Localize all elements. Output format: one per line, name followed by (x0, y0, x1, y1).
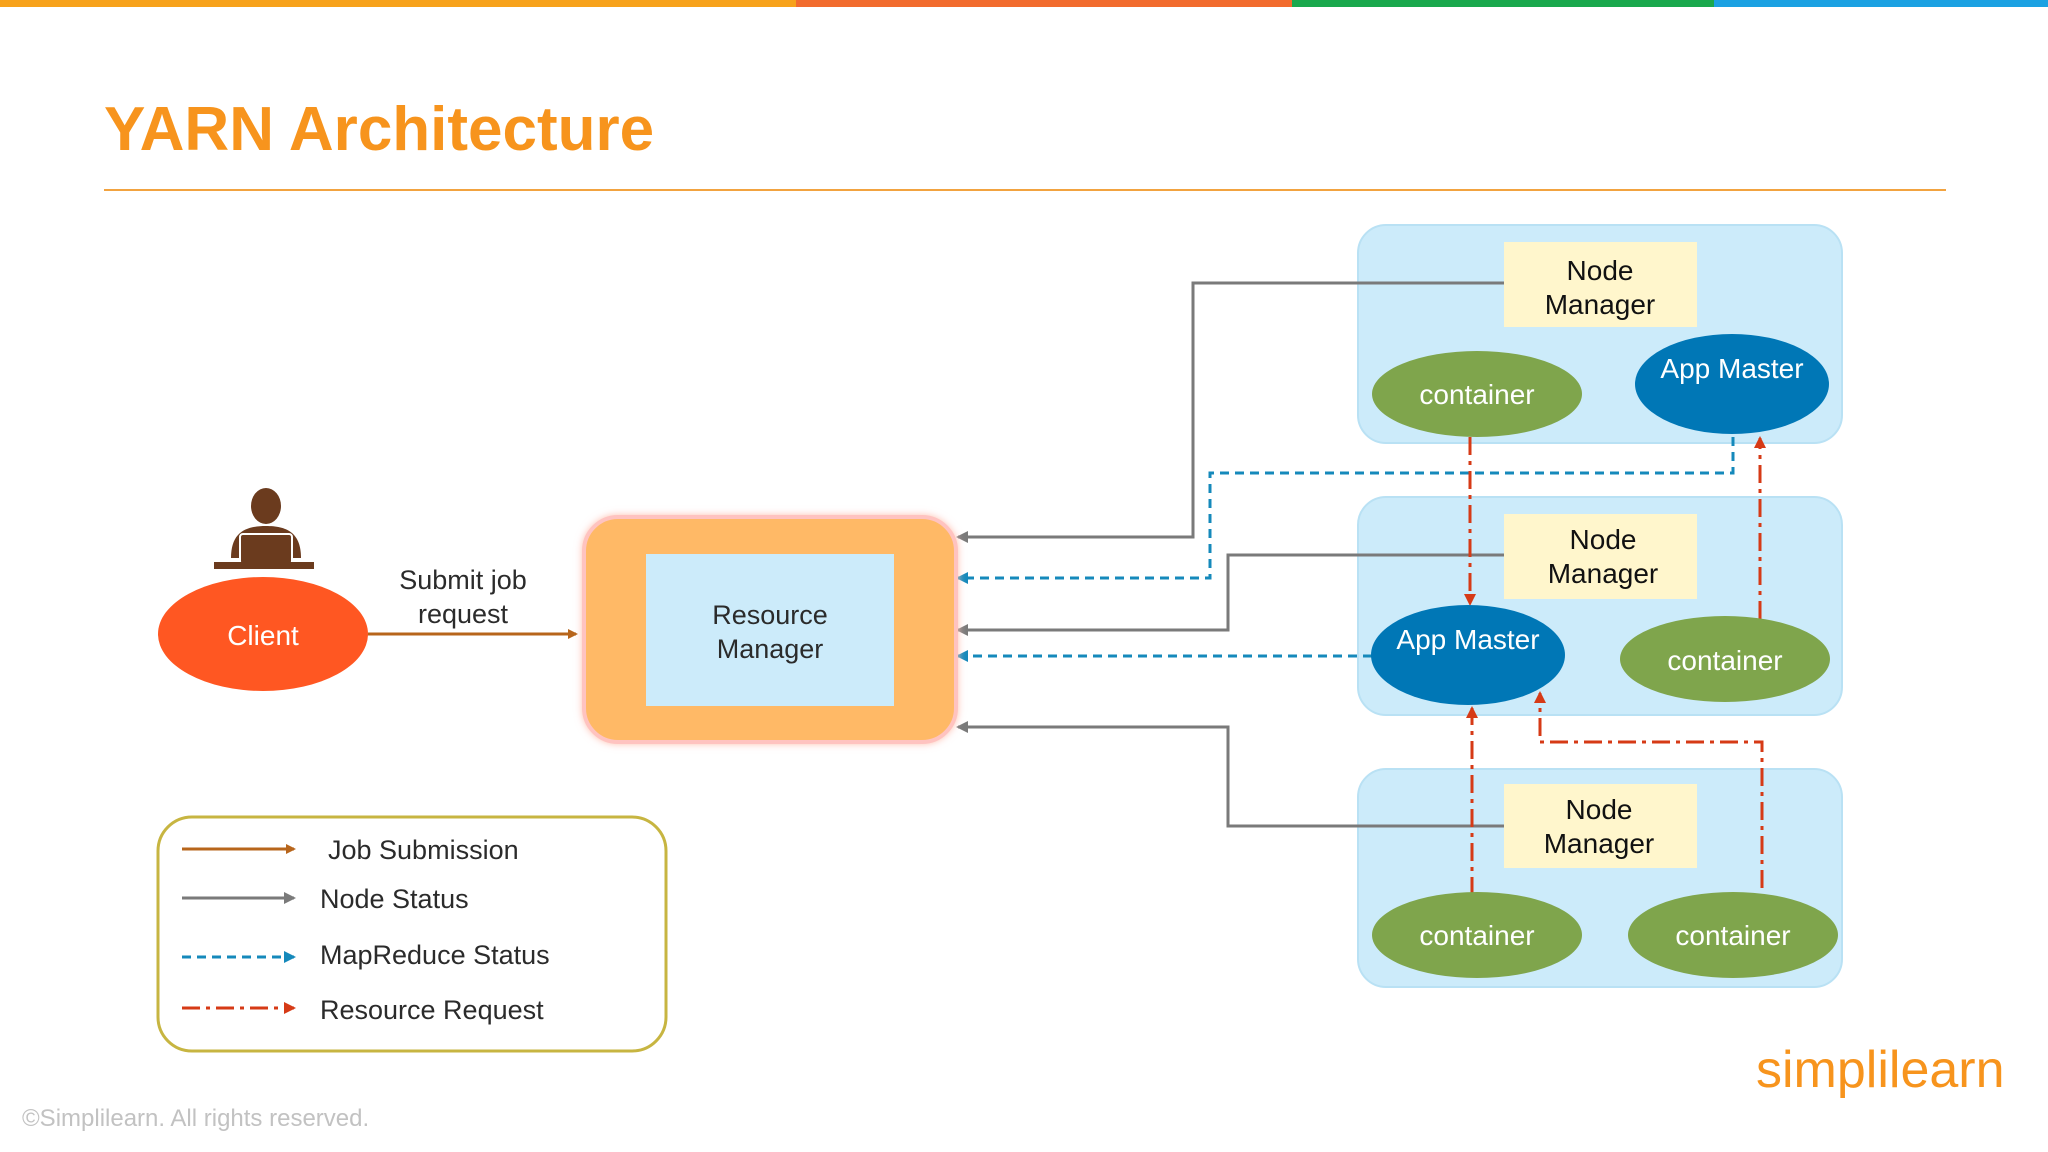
node-status-line-3 (956, 721, 1504, 828)
legend-box (156, 815, 668, 1053)
mapreduce-status-lines (956, 437, 1735, 662)
simplilearn-logo: simplilearn (1756, 1041, 2005, 1099)
user-at-laptop-icon (214, 488, 314, 569)
node-manager-label-line2: Manager (1545, 289, 1656, 320)
legend-label-job-submission: Job Submission (328, 835, 519, 865)
node-manager-3: Node Manager (1504, 784, 1697, 868)
resource-manager: Resource Manager (582, 515, 958, 744)
container-label: container (1419, 920, 1534, 951)
container-label: container (1667, 645, 1782, 676)
stripe-segment-orange (0, 0, 796, 7)
app-master-label: App Master (1660, 353, 1803, 384)
stripe-segment-red-orange (796, 0, 1292, 7)
submit-label-line2: request (418, 599, 509, 629)
container-label: container (1419, 379, 1534, 410)
node-2-app-master: App Master (1371, 605, 1565, 705)
client-label: Client (227, 620, 299, 651)
node-manager-1: Node Manager (1504, 242, 1697, 327)
node-manager-box (1504, 784, 1697, 868)
container-ellipse (1620, 616, 1830, 702)
node-manager-2: Node Manager (1504, 514, 1697, 599)
app-master-ellipse (1635, 334, 1829, 434)
client: Client (158, 488, 368, 691)
container-label: container (1675, 920, 1790, 951)
legend-label-mapreduce-status: MapReduce Status (320, 940, 550, 970)
app-master-ellipse (1371, 605, 1565, 705)
node-3-container-right: container (1628, 892, 1838, 978)
node-2-container: container (1620, 616, 1830, 702)
node-manager-box (1504, 242, 1697, 327)
node-manager-box (1504, 514, 1697, 599)
page-title: YARN Architecture (104, 95, 654, 164)
resource-request-lines (1464, 436, 1766, 895)
copyright-text: ©Simplilearn. All rights reserved. (22, 1105, 369, 1132)
legend: Job Submission Node Status MapReduce Sta… (156, 815, 668, 1053)
container-ellipse (1372, 351, 1582, 437)
legend-label-resource-request: Resource Request (320, 995, 544, 1025)
node-manager-label-line2: Manager (1544, 828, 1655, 859)
node-1-app-master: App Master (1635, 334, 1829, 434)
node-status-line-1 (956, 281, 1504, 543)
submit-label-line1: Submit job (399, 565, 527, 595)
top-accent-stripe (0, 0, 2048, 7)
resource-manager-label-line1: Resource (712, 600, 828, 630)
container-ellipse (1628, 892, 1838, 978)
node-manager-label-line1: Node (1570, 524, 1637, 555)
app-master-label: App Master (1396, 624, 1539, 655)
stripe-segment-blue (1714, 0, 2048, 7)
container-ellipse (1372, 892, 1582, 978)
node-status-line-2 (956, 553, 1504, 636)
logo-wordmark: simplilearn (1756, 1041, 2005, 1099)
node-1-container: container (1372, 351, 1582, 437)
resource-manager-inner-box (646, 554, 894, 706)
resource-manager-label-line2: Manager (717, 634, 824, 664)
node-manager-label-line1: Node (1567, 255, 1634, 286)
node-status-lines (956, 281, 1504, 828)
node-3-container-left: container (1372, 892, 1582, 978)
resource-request-line-4 (1534, 691, 1764, 888)
node-manager-label-line1: Node (1566, 794, 1633, 825)
client-ellipse (158, 577, 368, 691)
mapreduce-status-line-1 (956, 437, 1735, 584)
legend-label-node-status: Node Status (320, 884, 469, 914)
node-manager-label-line2: Manager (1548, 558, 1659, 589)
stripe-segment-green (1292, 0, 1714, 7)
